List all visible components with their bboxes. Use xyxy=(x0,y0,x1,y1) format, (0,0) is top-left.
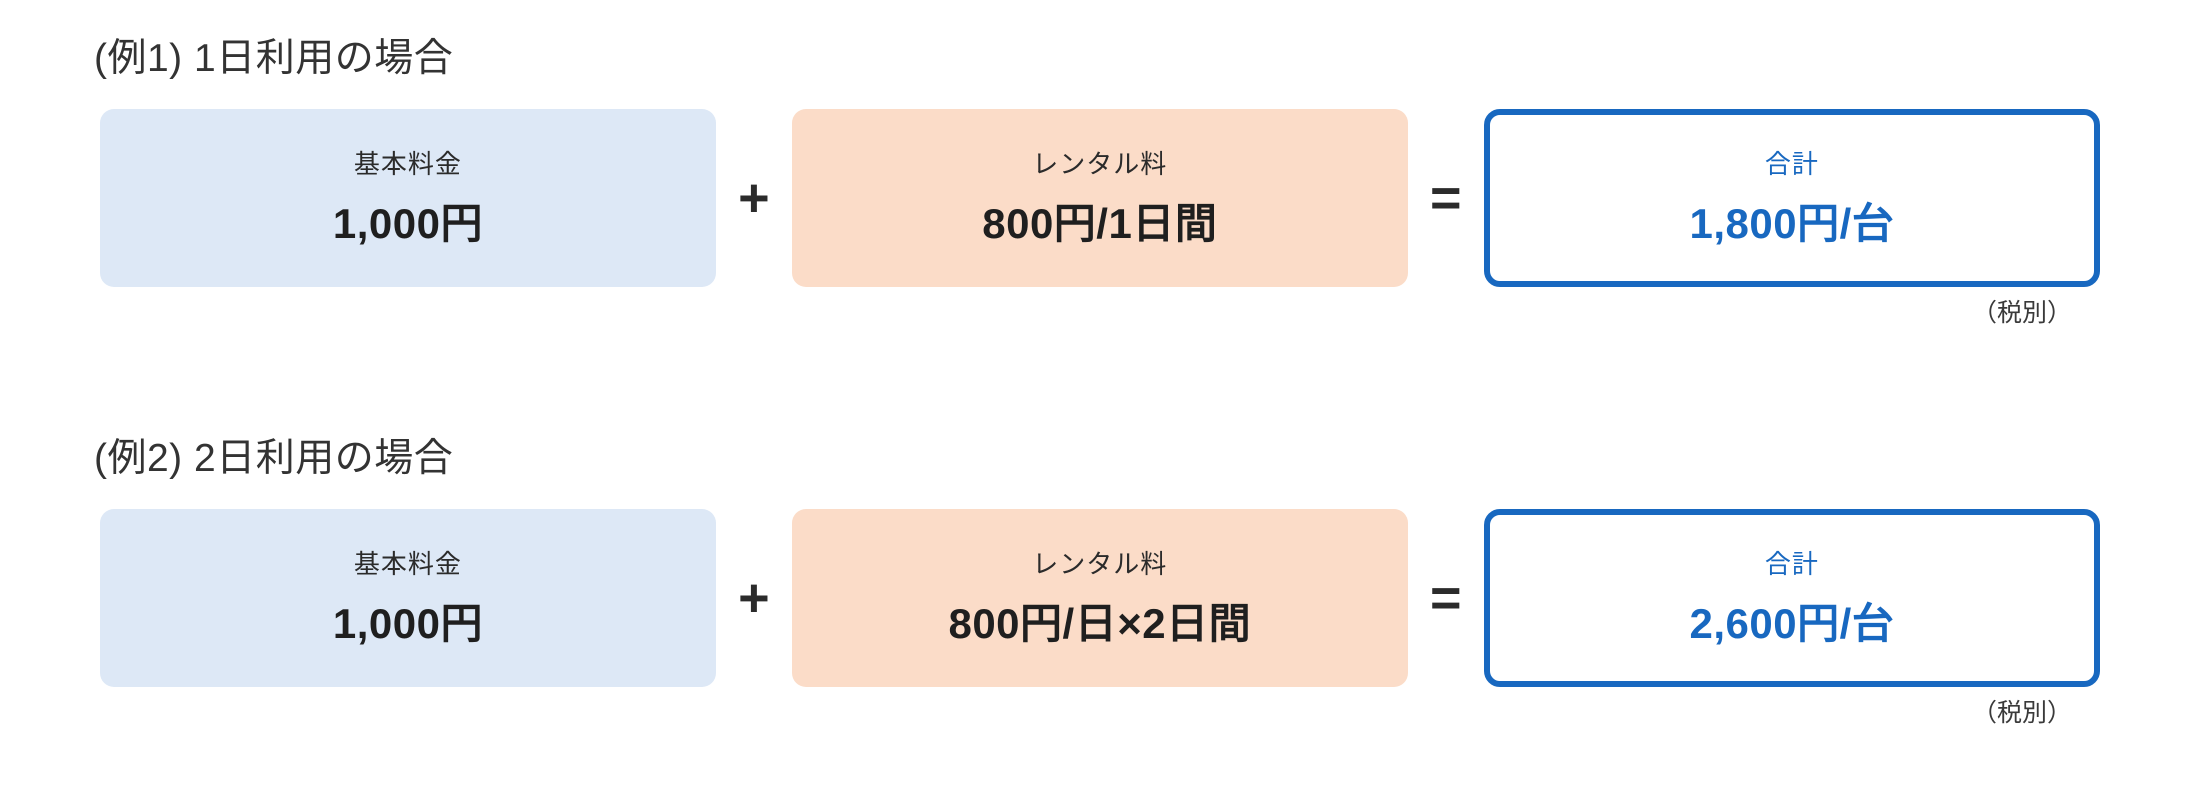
example-1-base-fee-box: 基本料金 1,000円 xyxy=(100,108,716,287)
example-2-rental-fee-value: 800円/日×2日間 xyxy=(948,599,1252,647)
example-2-tax-note: （税別） xyxy=(1971,698,2072,727)
example-1-rental-fee-box: レンタル料 800円/1日間 xyxy=(791,108,1408,287)
example-2-equation-row: 基本料金 1,000円 + レンタル料 800円/日×2日間 = 合計 2,60… xyxy=(100,508,2100,687)
example-1-total-box: 合計 1,800円/台 xyxy=(1483,108,2100,287)
example-1-equation-row: 基本料金 1,000円 + レンタル料 800円/1日間 = 合計 1,800円… xyxy=(100,108,2100,287)
example-block-2: (例2) 2日利用の場合 基本料金 1,000円 + レンタル料 800円/日×… xyxy=(0,436,2200,726)
equals-operator-icon: = xyxy=(1429,567,1462,628)
example-2-total-value: 2,600円/台 xyxy=(1689,599,1895,647)
example-1-base-fee-label: 基本料金 xyxy=(353,148,462,179)
example-1-heading: (例1) 1日利用の場合 xyxy=(94,37,454,80)
plus-operator-icon: + xyxy=(738,567,770,628)
example-2-total-label: 合計 xyxy=(1764,548,1819,579)
example-1-total-value: 1,800円/台 xyxy=(1689,199,1895,247)
example-2-base-fee-value: 1,000円 xyxy=(332,599,483,647)
example-2-base-fee-label: 基本料金 xyxy=(353,548,462,579)
example-2-rental-fee-label: レンタル料 xyxy=(1032,548,1168,579)
example-1-tax-note: （税別） xyxy=(1971,298,2072,327)
equals-operator-icon: = xyxy=(1429,167,1462,228)
example-1-rental-fee-value: 800円/1日間 xyxy=(982,199,1218,247)
example-2-heading: (例2) 2日利用の場合 xyxy=(94,437,454,480)
example-2-rental-fee-box: レンタル料 800円/日×2日間 xyxy=(791,508,1408,687)
example-1-base-fee-value: 1,000円 xyxy=(332,199,483,247)
plus-operator-icon: + xyxy=(738,167,770,228)
example-2-base-fee-box: 基本料金 1,000円 xyxy=(100,508,716,687)
example-2-total-box: 合計 2,600円/台 xyxy=(1483,508,2100,687)
example-block-1: (例1) 1日利用の場合 基本料金 1,000円 + レンタル料 800円/1日… xyxy=(0,36,2200,326)
example-1-total-label: 合計 xyxy=(1764,148,1819,179)
example-1-rental-fee-label: レンタル料 xyxy=(1032,148,1168,179)
